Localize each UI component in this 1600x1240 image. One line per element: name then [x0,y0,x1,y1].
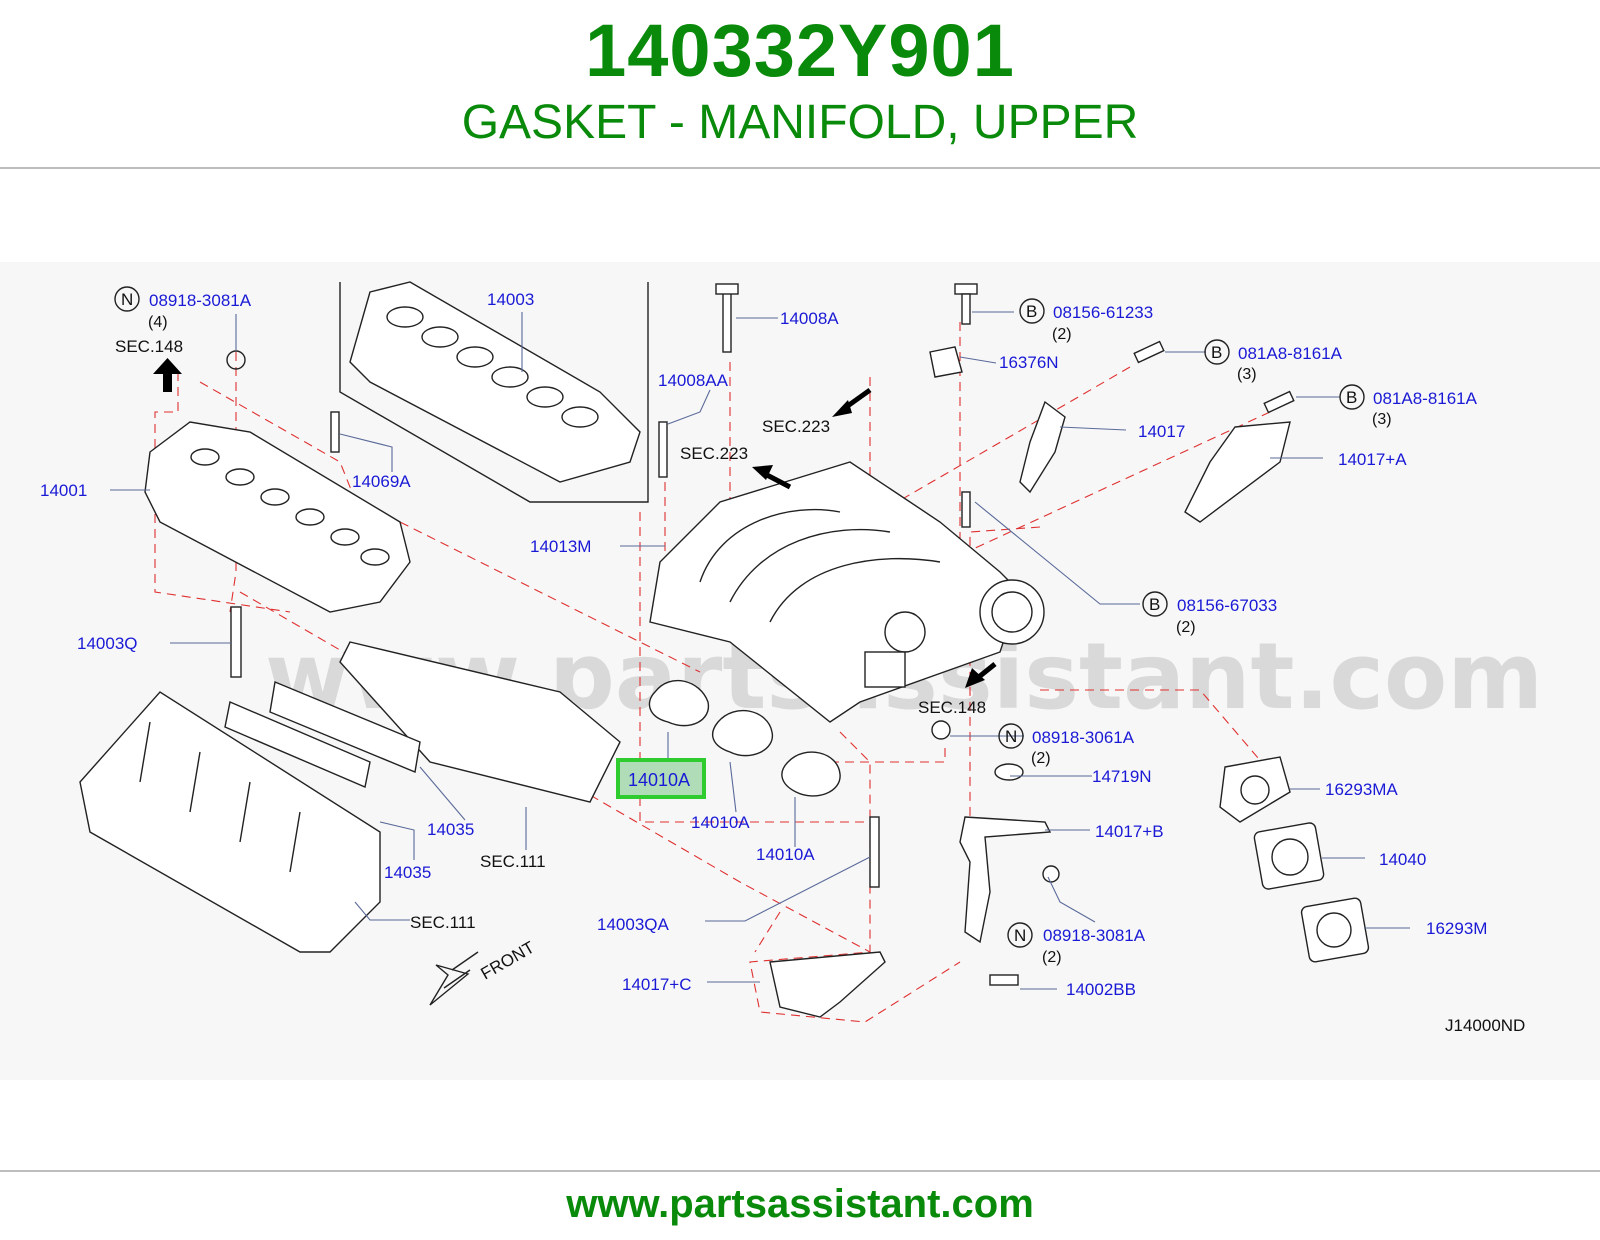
badge-b-2 [1204,339,1230,365]
callout-08156-67033[interactable]: 08156-67033 [1177,596,1277,615]
callout-14035-b[interactable]: 14035 [384,863,431,882]
badge-b-1 [1019,298,1045,324]
collector-14001 [144,350,411,613]
parts-diagram: www.partsassistant.com [0,262,1600,1080]
callout-14719N[interactable]: 14719N [1092,767,1152,786]
sec-148-right[interactable]: SEC.148 [918,698,986,717]
qty-3061A: (2) [1031,750,1051,767]
part-description: GASKET - MANIFOLD, UPPER [461,96,1139,149]
callout-14017-B[interactable]: 14017+B [1095,822,1164,841]
badges: N B B B B N N [114,286,1365,948]
qty-8161A-2: (3) [1372,411,1392,428]
fasteners [230,283,1295,986]
callout-14008A[interactable]: 14008A [780,309,839,328]
badge-b-4 [1142,591,1168,617]
qty-4: (4) [148,314,168,331]
callout-14003QA[interactable]: 14003QA [597,915,669,934]
callout-14001[interactable]: 14001 [40,481,87,500]
callout-14003[interactable]: 14003 [487,290,534,309]
badge-b-label-3: B [1346,388,1357,407]
sec-148-top[interactable]: SEC.148 [115,337,183,356]
callout-16376N[interactable]: 16376N [999,353,1059,372]
callout-14040[interactable]: 14040 [1379,850,1426,869]
part-number: 140332Y901 [585,9,1015,92]
qty-61233: (2) [1052,326,1072,343]
gaskets-14010A [224,641,841,803]
footer-url-link[interactable]: www.partsassistant.com [566,1182,1034,1226]
qty-8161A-1: (3) [1237,366,1257,383]
callout-14017-C[interactable]: 14017+C [622,975,691,994]
badge-b-3 [1339,384,1365,410]
callout-081A8-8161A-1[interactable]: 081A8-8161A [1238,344,1343,363]
throttle-gaskets [1219,756,1370,963]
upper-manifold-14013M [649,461,1045,723]
callout-081A8-8161A-2[interactable]: 081A8-8161A [1373,389,1478,408]
direction-arrows [153,358,997,688]
badge-n-label-3: N [1014,926,1026,945]
callout-14010A-3[interactable]: 14010A [756,845,815,864]
sec-111-b[interactable]: SEC.111 [410,913,476,932]
front-label: FRONT [478,938,538,984]
header-divider [0,167,1600,169]
badge-b-label-4: B [1149,595,1160,614]
callout-08918-3081A-bot[interactable]: 08918-3081A [1043,926,1146,945]
sec-111-a[interactable]: SEC.111 [480,852,546,871]
callout-14013M[interactable]: 14013M [530,537,591,556]
callout-16293M[interactable]: 16293M [1426,919,1487,938]
brackets [769,346,1291,1018]
qty-67033: (2) [1176,619,1196,636]
highlight-box [616,758,706,799]
front-arrow: FRONT [429,938,538,1006]
callout-08918-3061A[interactable]: 08918-3061A [1032,728,1135,747]
diagram-code: J14000ND [1445,1016,1525,1035]
callout-14003Q[interactable]: 14003Q [77,634,138,653]
callout-14017-A[interactable]: 14017+A [1338,450,1407,469]
callout-14069A[interactable]: 14069A [352,472,411,491]
guide-lines [154,322,1271,1023]
badge-b-label-2: B [1211,343,1222,362]
callout-16293MA[interactable]: 16293MA [1325,780,1398,799]
badge-b-label-1: B [1026,302,1037,321]
badge-n-label-1: N [121,290,133,309]
callout-14008AA[interactable]: 14008AA [658,371,729,390]
parts-diagram-svg: www.partsassistant.com [40,281,1543,1035]
highlighted-part-label[interactable]: 14010A [628,770,690,790]
callout-08156-61233[interactable]: 08156-61233 [1053,303,1153,322]
callout-labels: 08918-3081A (4) SEC.148 14003 14008A 081… [40,290,1525,1035]
badge-n-2 [998,723,1024,749]
badge-n-label-2: N [1005,727,1017,746]
lower-manifold-14003 [339,281,649,503]
footer-divider [0,1170,1600,1172]
leader-lines [110,311,1410,990]
callout-14010A-2[interactable]: 14010A [691,813,750,832]
callout-08918-3081A-top[interactable]: 08918-3081A [149,291,252,310]
callout-14035-a[interactable]: 14035 [427,820,474,839]
callout-14002BB[interactable]: 14002BB [1066,980,1136,999]
callout-14017[interactable]: 14017 [1138,422,1185,441]
sec-223-a[interactable]: SEC.223 [762,417,830,436]
cylinder-head [79,691,381,953]
sec-223-b[interactable]: SEC.223 [680,444,748,463]
badge-n-3 [1007,922,1033,948]
page-header: 140332Y901 GASKET - MANIFOLD, UPPER [0,0,1600,168]
qty-3081A-bot: (2) [1042,949,1062,966]
badge-n-1 [114,286,140,312]
